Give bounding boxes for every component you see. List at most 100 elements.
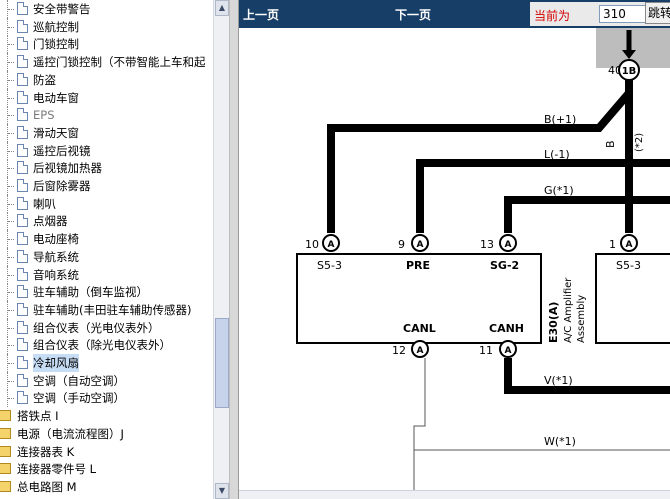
tree-item[interactable]: 安全带警告 xyxy=(0,0,213,18)
tree-item[interactable]: 空调（自动空调） xyxy=(0,371,213,390)
top-connector-code: 1B xyxy=(622,66,637,77)
tree-guide-tick xyxy=(8,327,14,329)
document-icon xyxy=(17,161,28,175)
tree-item[interactable]: 空调（手动空调） xyxy=(0,389,213,408)
pin-10: 10 A S5-3 xyxy=(305,234,342,272)
tree-guide-tick xyxy=(8,62,14,64)
tree-guide-tick xyxy=(8,168,14,170)
prev-page-link[interactable]: 上一页 xyxy=(243,8,280,22)
document-icon xyxy=(17,125,28,139)
tree-item[interactable]: 冷却风扇 xyxy=(0,354,213,372)
tree-item[interactable]: 电动车窗 xyxy=(0,88,213,107)
thin-wires xyxy=(413,358,670,490)
tree-guide-tick xyxy=(8,398,14,400)
folder-icon xyxy=(0,463,11,475)
tree-folder[interactable]: 总电路图 M xyxy=(0,478,213,496)
scrollbar-thumb[interactable] xyxy=(215,318,229,408)
tree-guide-line xyxy=(7,300,9,319)
current-page-label: 当前为 xyxy=(534,9,571,23)
tree-guide-line xyxy=(7,17,9,36)
svg-text:A: A xyxy=(417,346,424,356)
tree-folder-label: 连接器零件号 L xyxy=(17,462,97,477)
tree-guide-tick xyxy=(8,132,14,134)
tree-guide-line xyxy=(7,0,9,18)
tree-guide-tick xyxy=(8,380,14,382)
document-icon xyxy=(17,391,28,405)
document-icon xyxy=(17,338,28,352)
tree-item[interactable]: 导航系统 xyxy=(0,247,213,266)
tree-guide-tick xyxy=(8,44,14,46)
document-icon xyxy=(17,373,28,387)
tree-guide-line xyxy=(7,212,9,231)
tree-item-label: 电动座椅 xyxy=(33,232,79,247)
tree-guide-line xyxy=(7,159,9,178)
next-page-link[interactable]: 下一页 xyxy=(395,8,432,22)
tree-item-label: 遥控后视镜 xyxy=(33,143,91,158)
tree-item-label: 空调（自动空调） xyxy=(33,373,125,388)
tree-folder-label: 连接器表 K xyxy=(17,444,75,459)
tree-item[interactable]: 驻车辅助（倒车监视） xyxy=(0,283,213,302)
component-name-line2: Assembly xyxy=(576,295,587,343)
amplifier-box-left xyxy=(296,253,542,344)
tree-item[interactable]: 遥控门锁控制（不带智能上车和起 xyxy=(0,53,213,72)
tree-item[interactable]: 遥控后视镜 xyxy=(0,141,213,160)
tree-guide-tick xyxy=(8,9,14,10)
svg-text:11: 11 xyxy=(479,344,493,357)
tree-item[interactable]: 后视镜加热器 xyxy=(0,159,213,178)
svg-text:A: A xyxy=(505,240,512,250)
tree-item-label: 电动车窗 xyxy=(33,90,79,105)
pane-splitter[interactable] xyxy=(229,0,239,499)
tree-item-label: 遥控门锁控制（不带智能上车和起 xyxy=(33,55,206,70)
tree-item[interactable]: 音响系统 xyxy=(0,265,213,284)
wire-label-w-star1: W(*1) xyxy=(544,435,576,448)
page-number-input[interactable] xyxy=(599,5,653,23)
tree-item-label: 驻车辅助(丰田驻车辅助传感器) xyxy=(33,302,192,317)
svg-text:SG-2: SG-2 xyxy=(490,259,519,272)
tree-guide-tick xyxy=(8,345,14,347)
document-icon xyxy=(17,55,28,69)
wire-label-v-star1: V(*1) xyxy=(544,374,573,387)
viewer-horizontal-scrollbar[interactable] xyxy=(239,490,670,499)
tree-vertical-scrollbar[interactable]: ▲ ▼ xyxy=(213,0,229,499)
tree-item[interactable]: 门锁控制 xyxy=(0,35,213,54)
tree-item[interactable]: 驻车辅助(丰田驻车辅助传感器) xyxy=(0,300,213,319)
tree-item-label: 导航系统 xyxy=(33,249,79,264)
tree-item[interactable]: EPS xyxy=(0,106,213,125)
tree-guide-line xyxy=(7,88,9,107)
jump-button[interactable]: 跳转 xyxy=(645,2,670,24)
tree-folder[interactable]: 连接器表 K xyxy=(0,443,213,461)
tree-item[interactable]: 电动座椅 xyxy=(0,230,213,249)
diagram-viewer: 上一页 下一页 当前为 跳转 40 1B xyxy=(239,0,670,499)
wire-label-g-star1: G(*1) xyxy=(544,184,574,197)
tree-item[interactable]: 滑动天窗 xyxy=(0,123,213,142)
pin-11: CANH 11 A xyxy=(479,322,524,358)
svg-text:A: A xyxy=(328,240,335,250)
tree-item[interactable]: 巡航控制 xyxy=(0,17,213,36)
scroll-up-arrow-icon[interactable]: ▲ xyxy=(215,0,229,16)
tree-item[interactable]: 组合仪表（除光电仪表外） xyxy=(0,336,213,355)
document-icon xyxy=(17,143,28,157)
tree-item[interactable]: 后窗除雾器 xyxy=(0,177,213,195)
pin-13: 13 A SG-2 xyxy=(480,234,519,272)
tree-item-label: 喇叭 xyxy=(33,196,56,211)
tree-item[interactable]: 防盗 xyxy=(0,70,213,89)
tree-item[interactable]: 喇叭 xyxy=(0,194,213,213)
document-icon xyxy=(17,249,28,263)
tree-folder[interactable]: 连接器零件号 L xyxy=(0,460,213,478)
scroll-down-arrow-icon[interactable]: ▼ xyxy=(215,483,229,499)
tree-item[interactable]: 点烟器 xyxy=(0,212,213,231)
tree-item[interactable]: 组合仪表（光电仪表外） xyxy=(0,318,213,337)
tree-folder[interactable]: 搭铁点 I xyxy=(0,407,213,425)
tree-guide-tick xyxy=(8,150,14,152)
tree-guide-tick xyxy=(8,274,14,276)
tree-folder[interactable]: 电源（电流流程图）J xyxy=(0,425,213,443)
tree-guide-line xyxy=(7,354,9,372)
tree-guide-tick xyxy=(8,309,14,311)
document-icon xyxy=(17,90,28,104)
svg-text:12: 12 xyxy=(392,344,406,357)
folder-icon xyxy=(0,427,11,439)
document-icon xyxy=(17,356,28,369)
tree-guide-tick xyxy=(8,239,14,241)
tree-guide-tick xyxy=(8,97,14,99)
